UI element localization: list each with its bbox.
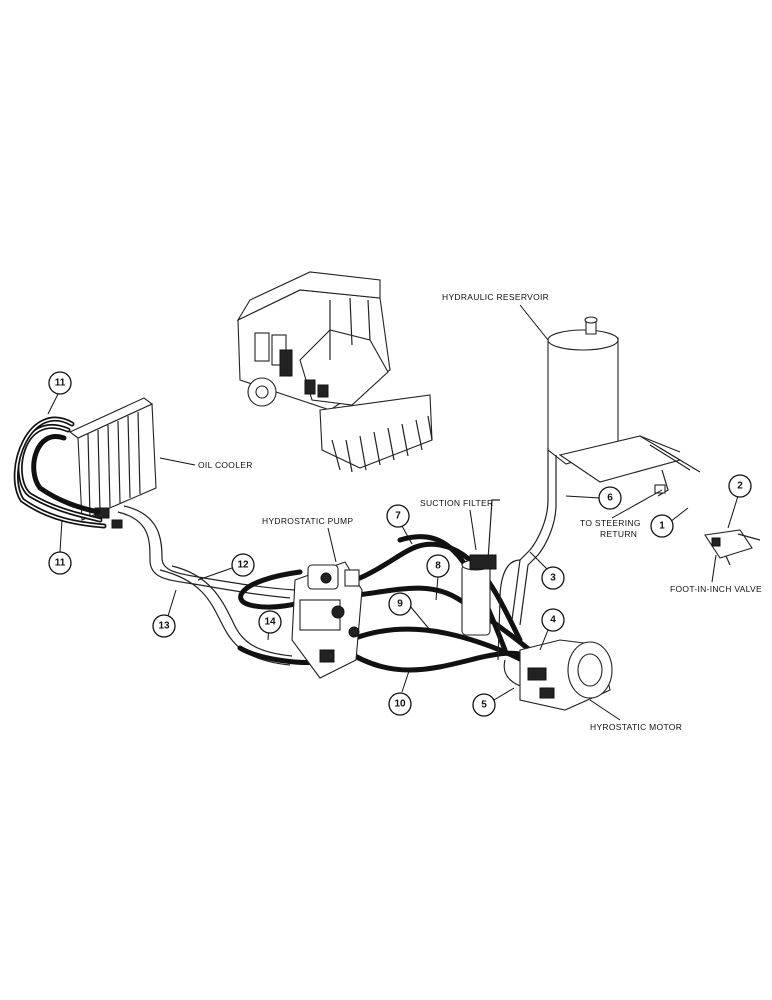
svg-text:3: 3 [550,573,556,584]
suction-filter [461,499,500,636]
callout-10: 10 [388,667,412,716]
hydrostatic-motor [519,639,613,711]
pipes-12-13 [117,505,296,666]
label-to-steering-line1: TO STEERING [580,518,641,528]
svg-text:14: 14 [264,617,276,628]
callout-6: 6 [565,486,622,510]
callout-2: 2 [727,474,752,529]
oil-cooler [68,397,157,529]
hydrostatic-pump [291,561,363,679]
pressure-hoses-7-10 [342,534,551,673]
foot-in-inch-valve [704,529,761,566]
svg-text:4: 4 [550,615,556,626]
svg-text:7: 7 [395,511,401,522]
svg-text:2: 2 [737,481,743,492]
callout-5: 5 [472,687,515,717]
harvester-illustration [236,271,433,473]
svg-text:11: 11 [55,378,66,389]
hose-set-11 [13,416,107,529]
callout-11-bottom: 11 [48,519,72,575]
return-lines-3-5-6 [497,448,557,689]
label-suction-filter: SUCTION FILTER [420,498,493,508]
svg-text:8: 8 [435,561,441,572]
callout-4: 4 [539,608,565,651]
callout-13: 13 [152,589,177,638]
callout-8: 8 [426,554,450,601]
svg-text:10: 10 [394,699,406,710]
label-hydraulic-reservoir: HYDRAULIC RESERVOIR [442,292,549,302]
label-foot-in-inch-valve: FOOT-IN-INCH VALVE [670,584,762,594]
callout-12: 12 [197,553,255,581]
hydraulic-reservoir [547,316,701,497]
callout-3: 3 [529,551,565,590]
svg-text:11: 11 [55,558,66,569]
label-hydrostatic-pump: HYDROSTATIC PUMP [262,516,353,526]
callout-9: 9 [388,592,431,631]
svg-text:13: 13 [158,621,170,632]
svg-text:12: 12 [237,560,249,571]
svg-text:9: 9 [397,599,403,610]
svg-text:1: 1 [659,521,665,532]
callout-14: 14 [258,610,282,641]
callout-11-top: 11 [47,371,72,415]
label-hydrostatic-motor: HYROSTATIC MOTOR [590,722,682,732]
callout-1: 1 [650,507,689,538]
label-to-steering-line2: RETURN [600,529,637,539]
callout-7: 7 [386,504,413,545]
svg-text:5: 5 [481,700,487,711]
svg-text:6: 6 [607,493,613,504]
label-oil-cooler: OIL COOLER [198,460,253,470]
